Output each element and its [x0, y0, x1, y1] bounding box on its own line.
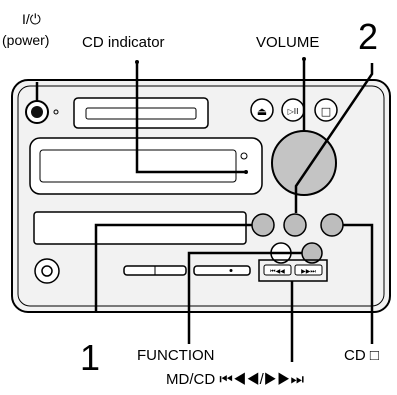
- power-button-core: [31, 106, 43, 118]
- cd-stop-leader: [343, 223, 374, 344]
- eject-button: [250, 98, 274, 122]
- power-led: [53, 109, 59, 115]
- device-inner-frame: [17, 85, 385, 307]
- row-button-2: [283, 213, 307, 237]
- power-label: (power): [2, 32, 50, 48]
- play-pause-symbol: ▷II: [288, 107, 299, 116]
- cd-indicator-leader: [135, 62, 246, 174]
- stop-button: [314, 98, 338, 122]
- skip-fwd-key: [294, 264, 323, 276]
- stop-symbol: □: [321, 105, 331, 118]
- step-2-label: 2: [358, 16, 379, 57]
- cd-indicator-label: CD indicator: [82, 34, 165, 51]
- skip-back-symbol: ⏮◀◀: [270, 268, 285, 275]
- key-mid: [193, 265, 251, 276]
- power-symbol-label: I/⏻: [22, 11, 41, 27]
- md-slot: [73, 97, 209, 129]
- eject-symbol: ⏏: [257, 105, 267, 118]
- skip-back-key: [263, 264, 292, 276]
- function-label: FUNCTION: [137, 347, 215, 364]
- cd-sensor: [240, 152, 248, 160]
- step-1-leader: [94, 223, 252, 312]
- step-1-label: 1: [80, 337, 101, 378]
- function-leader: [187, 251, 302, 344]
- headphone-jack: [34, 258, 60, 284]
- md-slot-inner: [85, 107, 197, 120]
- row-button-1: [251, 213, 275, 237]
- volume-label: VOLUME: [256, 34, 320, 51]
- step-2-leader: [294, 63, 374, 213]
- cd-stop-label: CD □: [344, 347, 379, 364]
- skip-fwd-symbol: ▶▶⏭: [301, 268, 316, 275]
- md-cd-skip-label: MD/CD ⏮◀◀/▶▶⏭: [166, 371, 305, 388]
- cd-drawer: [29, 137, 263, 195]
- tuner-display: [33, 211, 247, 245]
- cd-stop-button: [320, 213, 344, 237]
- headphone-jack-inner: [41, 265, 53, 277]
